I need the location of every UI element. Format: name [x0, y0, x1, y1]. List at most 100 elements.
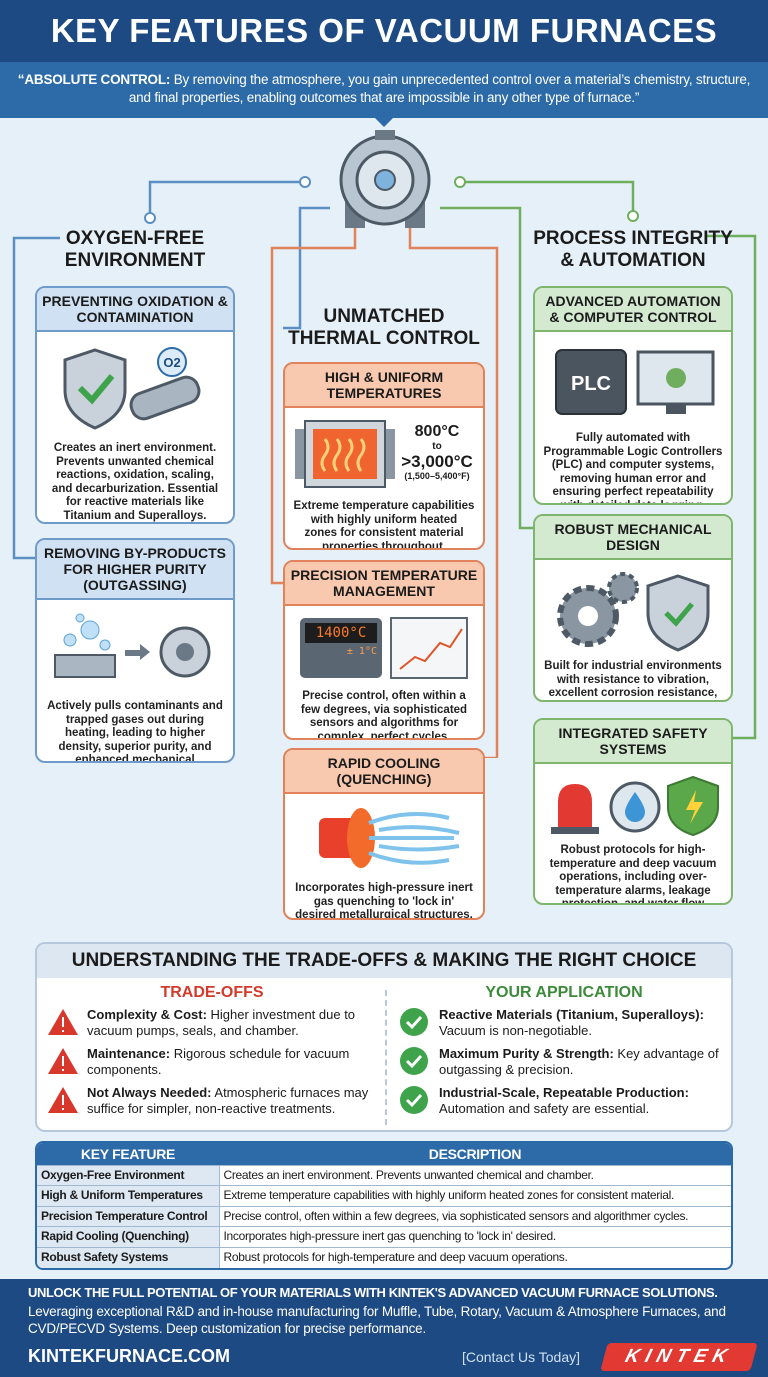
application-item: Industrial-Scale, Repeatable Production:… [399, 1085, 729, 1117]
item-bold: Maintenance: [87, 1046, 171, 1061]
card-title: RAPID COOLING (QUENCHING) [285, 750, 483, 794]
page-title: KEY FEATURES OF VACUUM FURNACES [0, 0, 768, 62]
heating-chamber-icon: 800°C to >3,000°C (1,500–5,400°F) [285, 408, 483, 500]
o2-badge: O2 [163, 355, 180, 370]
column-header: DESCRIPTION [219, 1143, 731, 1165]
card-text: Fully automated with Programmable Logic … [543, 432, 723, 503]
card-text: Incorporates high-pressure inert gas que… [295, 882, 473, 920]
check-circle-icon [400, 1008, 428, 1036]
footer-text: Leveraging exceptional R&D and in-house … [28, 1303, 726, 1336]
cell-feature: High & Uniform Temperatures [37, 1185, 220, 1206]
tradeoffs-left-title: TRADE-OFFS [160, 984, 264, 1001]
warning-icon [48, 1009, 78, 1035]
website-link[interactable]: KINTEKFURNACE.COM [28, 1346, 230, 1366]
kintek-logo: KINTEK [600, 1342, 758, 1371]
temperature-controller: 1400°C ± 1°C [300, 618, 382, 678]
card-text: Robust protocols for high-temperature an… [549, 844, 717, 905]
plc-computer-icon: PLC [535, 332, 731, 432]
card-text: Built for industrial environments with r… [544, 660, 722, 699]
item-bold: Maximum Purity & Strength: [439, 1046, 614, 1061]
graph-icon [390, 617, 468, 679]
card-high-uniform-temperatures: HIGH & UNIFORM TEMPERATURES 800°C to >3,… [283, 362, 485, 550]
column-title-oxygen-free: OXYGEN-FREE ENVIRONMENT [64, 228, 206, 271]
tradeoff-item: Not Always Needed: Atmospheric furnaces … [47, 1085, 377, 1117]
quote-pointer [374, 117, 394, 127]
card-title: HIGH & UNIFORM TEMPERATURES [285, 364, 483, 408]
card-text: Precise control, often within a few degr… [300, 690, 468, 740]
item-text: Rigorous schedule for vacuum components. [87, 1046, 350, 1077]
card-text: Extreme temperature capabilities with hi… [293, 500, 475, 550]
tradeoffs-title: UNDERSTANDING THE TRADE-OFFS & MAKING TH… [37, 944, 731, 978]
item-text: Key advantage of outgassing & precision. [439, 1046, 719, 1077]
bubbles-pump-icon [37, 600, 233, 700]
item-text: Atmospheric furnaces may suffice for sim… [87, 1085, 369, 1116]
check-circle-icon [400, 1086, 428, 1114]
display-sub: ± 1°C [346, 646, 377, 657]
table-row: Rapid Cooling (Quenching)Incorporates hi… [37, 1226, 731, 1247]
item-bold: Complexity & Cost: [87, 1007, 207, 1022]
quote-banner: “ABSOLUTE CONTROL: By removing the atmos… [0, 62, 768, 118]
card-text: Creates an inert environment. Prevents u… [51, 442, 219, 522]
card-robust-mechanical: ROBUST MECHANICAL DESIGN Built for indus… [533, 514, 733, 702]
tradeoff-item: Maintenance: Rigorous schedule for vacuu… [47, 1046, 377, 1078]
temp-fahrenheit: (1,500–5,400°F) [404, 471, 470, 481]
shield-pipe-o2-icon: O2 [37, 332, 233, 442]
column-title-thermal-control: UNMATCHED THERMAL CONTROL [288, 306, 480, 349]
item-bold: Industrial-Scale, Repeatable Production: [439, 1085, 689, 1100]
tradeoffs-panel: UNDERSTANDING THE TRADE-OFFS & MAKING TH… [35, 942, 733, 1132]
card-title: PREVENTING OXIDATION & CONTAMINATION [37, 288, 233, 332]
card-title: INTEGRATED SAFETY SYSTEMS [535, 720, 731, 764]
quote-lead: “ABSOLUTE CONTROL: [17, 72, 171, 87]
vacuum-furnace-icon [339, 130, 431, 228]
controller-graph-icon: 1400°C ± 1°C [285, 606, 483, 690]
warning-icon [48, 1048, 78, 1074]
footer: UNLOCK THE FULL POTENTIAL OF YOUR MATERI… [0, 1278, 768, 1377]
card-title: PRECISION TEMPERATURE MANAGEMENT [285, 562, 483, 606]
column-title-process-integrity: PROCESS INTEGRITY & AUTOMATION [533, 228, 733, 271]
temp-high: >3,000°C [401, 452, 473, 471]
display-main: 1400°C [305, 623, 377, 643]
item-text: Automation and safety are essential. [439, 1101, 650, 1116]
cell-description: Extreme temperature capabilities with hi… [219, 1185, 731, 1206]
quote-text: By removing the atmosphere, you gain unp… [128, 72, 751, 105]
check-circle-icon [400, 1047, 428, 1075]
item-bold: Not Always Needed: [87, 1085, 212, 1100]
gears-shield-icon [535, 560, 731, 660]
card-integrated-safety: INTEGRATED SAFETY SYSTEMS Robust protoco… [533, 718, 733, 905]
card-title: REMOVING BY-PRODUCTS FOR HIGHER PURITY (… [37, 540, 233, 600]
temp-to: to [432, 441, 442, 452]
connector-lines [12, 176, 757, 758]
card-rapid-cooling: RAPID COOLING (QUENCHING) Incorporates h… [283, 748, 485, 920]
application-item: Maximum Purity & Strength: Key advantage… [399, 1046, 729, 1078]
contact-link[interactable]: [Contact Us Today] [461, 1348, 580, 1365]
cell-feature: Robust Safety Systems [37, 1246, 220, 1268]
cell-description: Precise control, often within a few degr… [219, 1205, 731, 1227]
card-text: Actively pulls contaminants and trapped … [47, 700, 223, 763]
gas-quench-icon [285, 794, 483, 882]
cell-feature: Rapid Cooling (Quenching) [37, 1226, 220, 1247]
item-text: Vacuum is non-negotiable. [439, 1023, 592, 1038]
cell-description: Creates an inert environment. Prevents u… [219, 1164, 731, 1186]
card-precision-temperature: PRECISION TEMPERATURE MANAGEMENT 1400°C … [283, 560, 485, 740]
card-preventing-oxidation: PREVENTING OXIDATION & CONTAMINATION O2 … [35, 286, 235, 524]
cell-description: Robust protocols for high-temperature an… [219, 1246, 731, 1268]
column-header: KEY FEATURE [37, 1143, 219, 1165]
item-text: Higher investment due to vacuum pumps, s… [87, 1007, 356, 1038]
item-bold: Reactive Materials (Titanium, Superalloy… [439, 1007, 704, 1022]
card-removing-by-products: REMOVING BY-PRODUCTS FOR HIGHER PURITY (… [35, 538, 235, 763]
tradeoff-item: Complexity & Cost: Higher investment due… [47, 1007, 377, 1039]
alarm-water-shield-icon [535, 764, 731, 844]
warning-icon [48, 1087, 78, 1113]
application-item: Reactive Materials (Titanium, Superalloy… [399, 1007, 729, 1039]
footer-headline: UNLOCK THE FULL POTENTIAL OF YOUR MATERI… [28, 1284, 718, 1300]
cell-description: Incorporates high-pressure inert gas que… [219, 1226, 731, 1247]
divider [385, 990, 387, 1125]
card-title: ROBUST MECHANICAL DESIGN [535, 516, 731, 560]
tradeoffs-right-title: YOUR APPLICATION [485, 984, 643, 1001]
temp-low: 800°C [414, 423, 460, 440]
